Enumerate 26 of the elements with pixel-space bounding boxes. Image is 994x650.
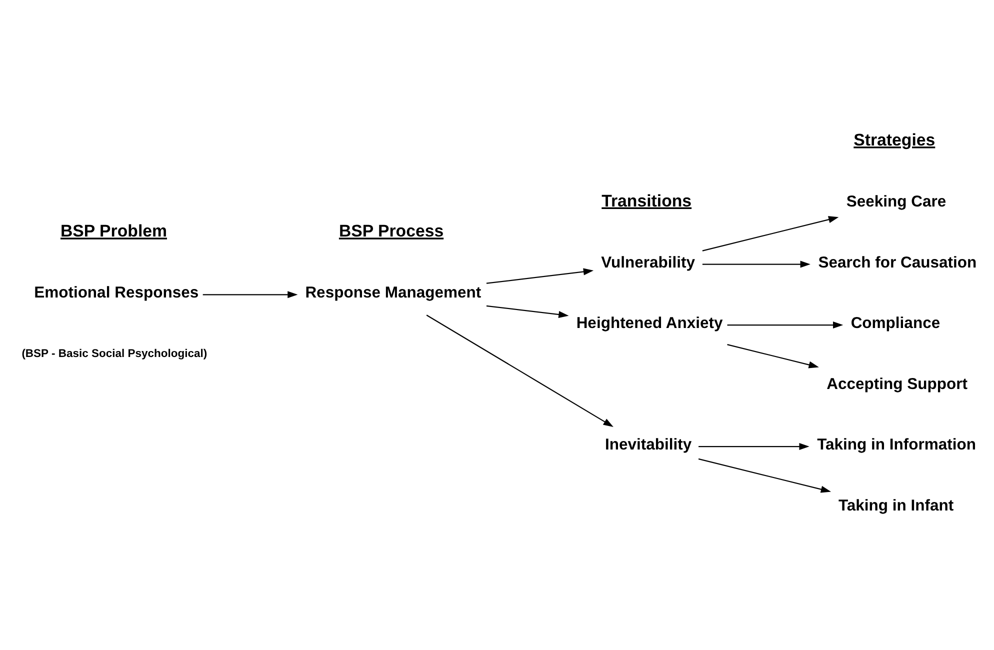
arrow	[486, 268, 594, 284]
label: Strategies	[854, 130, 936, 150]
arrow	[426, 314, 614, 427]
node-text: Heightened Anxiety	[576, 315, 723, 332]
arrow	[727, 344, 819, 368]
label: Transitions	[602, 191, 692, 210]
node-text: Vulnerability	[601, 254, 696, 272]
node-text: Seeking Care	[846, 194, 946, 211]
arrow	[702, 260, 810, 268]
arrow	[486, 305, 569, 318]
arrow	[202, 291, 298, 298]
node-text: Search for Causation	[818, 254, 977, 272]
node-text: Taking in Information	[817, 436, 976, 454]
arrow	[698, 458, 832, 493]
label: (BSP - Basic Social Psychological)	[22, 348, 208, 360]
node-text: Compliance	[850, 315, 940, 332]
node-text: Inevitability	[605, 436, 692, 454]
label: BSP Process	[338, 222, 444, 241]
arrow	[698, 442, 810, 450]
label: BSP Problem	[60, 222, 167, 241]
node-text: Emotional Responses	[34, 284, 199, 302]
node-text: Response Management	[305, 284, 482, 302]
node-text: Taking in Infant	[838, 497, 954, 514]
arrow	[727, 321, 844, 329]
node-text: Accepting Support	[826, 376, 968, 393]
arrow	[702, 216, 839, 252]
